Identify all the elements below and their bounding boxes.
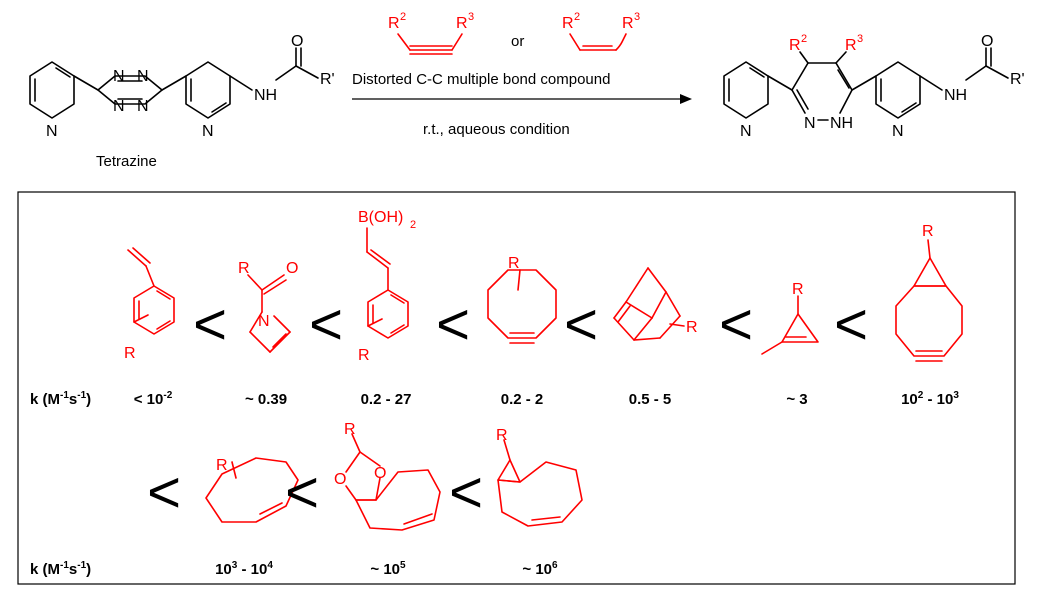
atom-nh-amide: NH	[254, 87, 277, 104]
cyclopropene-structure	[761, 295, 819, 355]
less-than-6: <	[834, 292, 868, 357]
rate-cyclopropane-tco: ~ 106	[522, 560, 558, 578]
product-atom-n-ring: N	[804, 115, 816, 132]
product-atom-r-prime: R'	[1010, 71, 1025, 88]
atom-r-prime: R'	[320, 71, 335, 88]
atom-o-amide: O	[291, 33, 303, 50]
vinylboronic-r: R	[358, 347, 370, 364]
atom-n-tz-4: N	[137, 98, 149, 115]
azetine-o: O	[286, 260, 298, 277]
less-than-1: <	[193, 292, 227, 357]
tco-r: R	[216, 457, 228, 474]
product-r2-label: R	[789, 37, 801, 54]
cyclopropane-tco-r: R	[496, 427, 508, 444]
product-atom-nh-ring: NH	[830, 115, 853, 132]
tco-structure	[205, 457, 299, 523]
rate-bcn: 102 - 103	[901, 390, 959, 408]
rate-styrene: < 10-2	[134, 390, 173, 408]
boron-label: B(OH)	[358, 209, 403, 226]
atom-n-tz-2: N	[137, 68, 149, 85]
cyclooctyne-r: R	[508, 255, 520, 272]
azetine-r: R	[238, 260, 250, 277]
bcn-structure	[895, 239, 963, 362]
boron-sub: 2	[410, 219, 416, 231]
rate-norbornene: 0.5 - 5	[629, 391, 672, 408]
cyclopropene-r: R	[792, 281, 804, 298]
less-than-4: <	[564, 292, 598, 357]
product-r3-sup: 3	[857, 33, 863, 45]
alkene-reagent	[569, 33, 627, 51]
product-atom-n-left: N	[740, 123, 752, 140]
reagent2-r3-label: R	[622, 15, 634, 32]
comparison-panel	[17, 191, 1016, 585]
reactant-name: Tetrazine	[96, 153, 157, 170]
alkyne-reagent	[397, 33, 463, 55]
azetine-structure	[247, 274, 291, 353]
reaction-conditions: r.t., aqueous condition	[423, 121, 570, 138]
tetrazine-structure	[29, 47, 319, 119]
less-than-9: <	[449, 460, 483, 525]
bcn-r: R	[922, 223, 934, 240]
less-than-7: <	[147, 460, 181, 525]
styrene-r: R	[124, 345, 136, 362]
less-than-8: <	[285, 460, 319, 525]
reagent-description: Distorted C-C multiple bond compound	[352, 71, 610, 88]
atom-n-tz-3: N	[113, 98, 125, 115]
dioxolane-o-2: O	[374, 465, 386, 482]
cyclooctyne-structure	[487, 269, 557, 344]
cyclopropane-tco-structure	[497, 439, 583, 527]
reagent-or: or	[511, 33, 524, 50]
reagent-r3-sup: 3	[468, 11, 474, 23]
atom-n-pyridine-left: N	[46, 123, 58, 140]
product-structure	[723, 47, 1009, 121]
rate-tco: 103 - 104	[215, 560, 273, 578]
rate-cyclooctyne: 0.2 - 2	[501, 391, 544, 408]
reagent2-r2-sup: 2	[574, 11, 580, 23]
product-atom-n-right: N	[892, 123, 904, 140]
k-label-row1: k (M-1s-1)	[30, 390, 91, 408]
norbornene-r: R	[686, 319, 698, 336]
reagent2-r2-label: R	[562, 15, 574, 32]
rate-dioxolane-tco: ~ 105	[370, 560, 406, 578]
rate-vinylboronic: 0.2 - 27	[361, 391, 412, 408]
product-atom-o: O	[981, 33, 993, 50]
dioxolane-r: R	[344, 421, 356, 438]
product-atom-nh-amide: NH	[944, 87, 967, 104]
less-than-3: <	[436, 292, 470, 357]
styrene-structure	[127, 247, 175, 335]
dioxolane-tco-structure	[345, 433, 441, 531]
less-than-2: <	[309, 292, 343, 357]
reaction-arrow	[352, 94, 692, 104]
azetine-n: N	[258, 313, 270, 330]
reagent2-r3-sup: 3	[634, 11, 640, 23]
k-label-row2: k (M-1s-1)	[30, 560, 91, 578]
product-r2-sup: 2	[801, 33, 807, 45]
dioxolane-o-1: O	[334, 471, 346, 488]
atom-n-tz-1: N	[113, 68, 125, 85]
reagent-r3-label: R	[456, 15, 468, 32]
less-than-5: <	[719, 292, 753, 357]
rate-cyclopropene: ~ 3	[786, 391, 807, 408]
rate-azetine: ~ 0.39	[245, 391, 287, 408]
reagent-r2-sup: 2	[400, 11, 406, 23]
atom-n-pyridine-right: N	[202, 123, 214, 140]
reagent-r2-label: R	[388, 15, 400, 32]
product-r3-label: R	[845, 37, 857, 54]
norbornene-structure	[613, 267, 685, 341]
vinylboronic-structure	[366, 227, 409, 339]
